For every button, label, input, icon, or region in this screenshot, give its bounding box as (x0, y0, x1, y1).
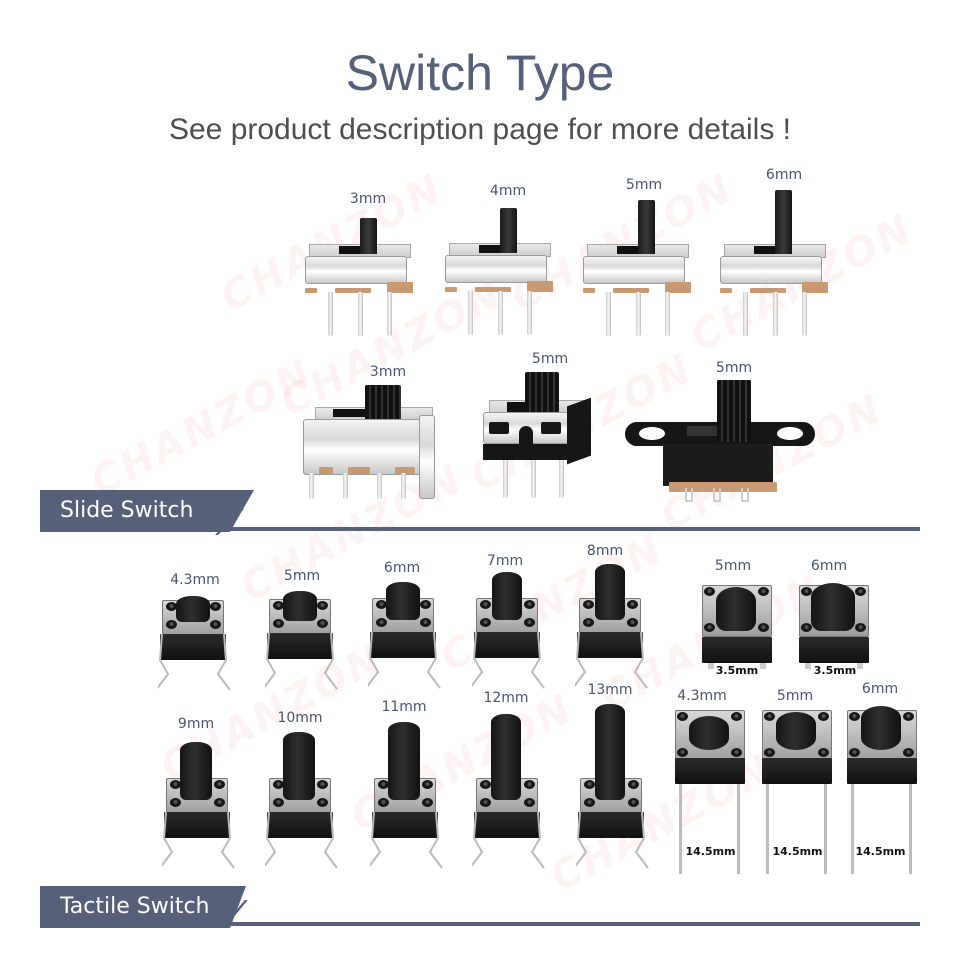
pin-length-label: 3.5mm (813, 664, 857, 677)
page-subtitle: See product description page for more de… (168, 113, 792, 146)
size-label: 12mm (483, 690, 529, 706)
size-label: 5mm (531, 351, 569, 367)
size-label: 6mm (861, 681, 899, 697)
slide-switch-4mm (445, 205, 555, 340)
slide-switch-6mm (720, 188, 830, 340)
tactile-switch-12mm (472, 712, 552, 875)
tactile-switch-10mm (265, 730, 345, 875)
size-label: 6mm (383, 560, 421, 576)
size-label: 5mm (625, 177, 663, 193)
tactile-switch-smd-5mm (700, 583, 775, 678)
band-corner (230, 490, 254, 532)
tactile-switch-9mm (162, 740, 242, 875)
tactile-switch-4.3mm (158, 590, 238, 695)
tactile-switch-7mm (472, 570, 552, 695)
tactile-switch-6mm (368, 578, 448, 695)
slide-switch-5mm-panel-mount (625, 380, 820, 502)
leg-length-label: 14.5mm (685, 845, 736, 858)
size-label: 10mm (277, 710, 323, 726)
tactile-switch-long-leg-5mm (760, 708, 835, 880)
size-label: 4mm (489, 183, 527, 199)
tactile-switch-5mm (265, 585, 345, 695)
tactile-switch-11mm (370, 720, 450, 875)
size-label: 5mm (714, 558, 752, 574)
size-label: 6mm (810, 558, 848, 574)
size-label: 3mm (349, 191, 387, 207)
size-label: 5mm (776, 688, 814, 704)
size-label: 6mm (765, 167, 803, 183)
tactile-switch-8mm (575, 562, 655, 695)
page-title: Switch Type (345, 45, 615, 101)
leg-length-label: 14.5mm (772, 845, 823, 858)
smd-pad (760, 663, 766, 669)
tactile-switch-13mm (576, 702, 656, 875)
smd-pad (708, 663, 714, 669)
size-label: 5mm (283, 568, 321, 584)
size-label: 9mm (177, 716, 215, 732)
leads (158, 633, 231, 691)
slide-switch-5mm (583, 198, 693, 340)
size-label: 3mm (369, 364, 407, 380)
pin-length-label: 3.5mm (715, 664, 759, 677)
size-label: 11mm (381, 699, 427, 715)
section-divider (222, 527, 920, 531)
slide-switch-3mm-right-angle (303, 385, 438, 500)
slide-switch-5mm-mini (483, 372, 593, 500)
size-label: 5mm (715, 360, 753, 376)
section-divider (228, 922, 920, 926)
size-label: 4.3mm (677, 688, 727, 704)
size-label: 7mm (486, 553, 524, 569)
tactile-switch-long-leg-6mm (845, 706, 920, 880)
section-label-slide-switch: Slide Switch (40, 490, 230, 532)
section-label-tactile-switch: Tactile Switch (40, 886, 230, 928)
watermark: CHANZON (83, 350, 322, 506)
slide-switch-3mm (305, 210, 415, 340)
size-label: 4.3mm (170, 572, 220, 588)
size-label: 13mm (587, 682, 633, 698)
leg-length-label: 14.5mm (855, 845, 906, 858)
size-label: 8mm (586, 543, 624, 559)
tactile-switch-smd-6mm (797, 583, 872, 678)
tactile-switch-long-leg-4.3mm (673, 708, 748, 880)
